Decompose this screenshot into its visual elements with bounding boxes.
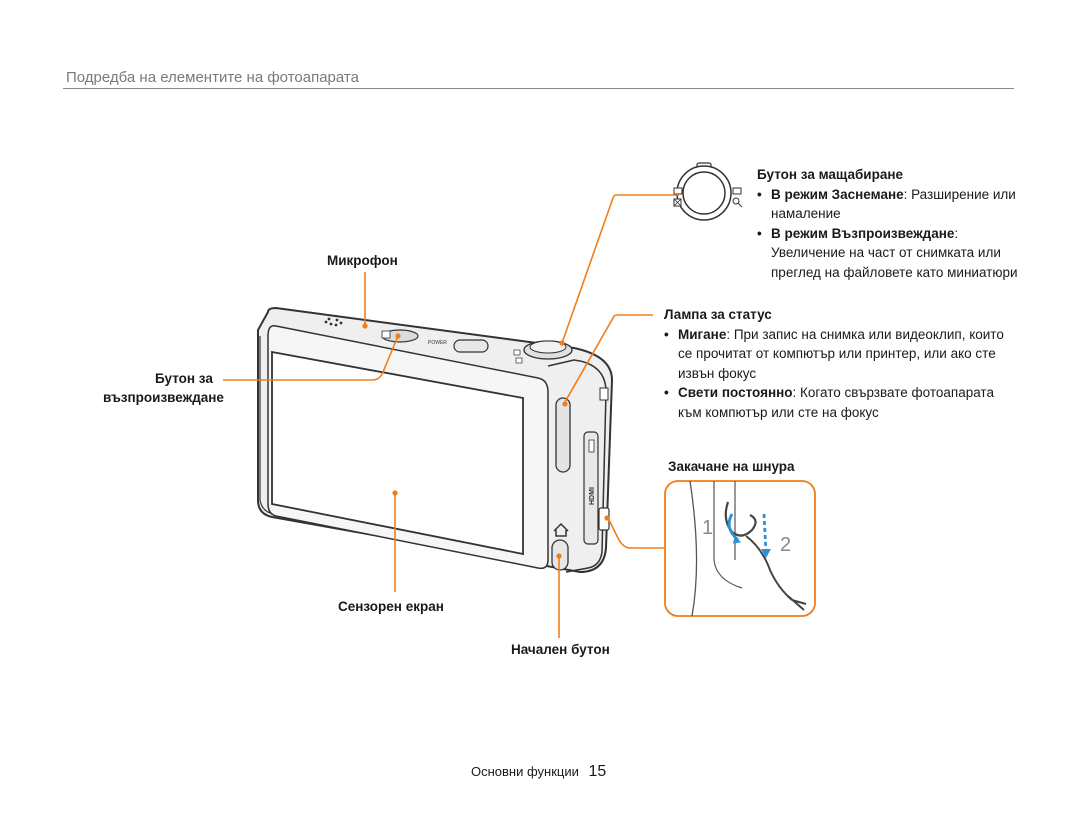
section-title: Подредба на елементите на фотоапарата — [66, 69, 359, 86]
status-lamp-description: Лампа за статус Мигане: При запис на сни… — [664, 305, 1064, 422]
status-lamp-title: Лампа за статус — [664, 307, 772, 322]
title-rule — [63, 88, 1014, 89]
strap-step-1: 1 — [702, 517, 713, 539]
home-button-label: Начален бутон — [511, 642, 610, 657]
page-number: 15 — [588, 763, 607, 780]
zoom-bullet-shooting: В режим Заснемане: Разширение или — [757, 185, 1057, 205]
microphone-label: Микрофон — [327, 253, 398, 268]
strap-step-2: 2 — [780, 534, 791, 556]
footer: Основни функции 15 — [471, 763, 606, 781]
callout-lines — [223, 194, 679, 638]
strap-inset — [664, 480, 816, 617]
zoom-bullet-playback: В режим Възпроизвеждане: — [757, 224, 1057, 244]
hdmi-label: HDMI — [589, 487, 596, 505]
playback-button-label-line1: Бутон за — [155, 371, 213, 386]
touch-screen-label: Сензорен екран — [338, 599, 444, 614]
zoom-lever-icon — [673, 162, 743, 221]
power-label: POWER — [428, 340, 447, 346]
playback-button-label-line2: възпроизвеждане — [103, 390, 224, 405]
status-lamp-bullet-blinking: Мигане: При запис на снимка или видеокли… — [664, 325, 1064, 345]
zoom-button-description: Бутон за мащабиране В режим Заснемане: Р… — [757, 165, 1057, 282]
status-lamp-bullet-steady: Свети постоянно: Когато свързвате фотоап… — [664, 383, 1064, 403]
zoom-button-title: Бутон за мащабиране — [757, 167, 904, 182]
callout-dots — [362, 323, 610, 559]
footer-section: Основни функции — [471, 764, 579, 779]
camera-body: POWER HDMI — [257, 306, 614, 574]
strap-attach-label: Закачане на шнура — [668, 459, 795, 474]
